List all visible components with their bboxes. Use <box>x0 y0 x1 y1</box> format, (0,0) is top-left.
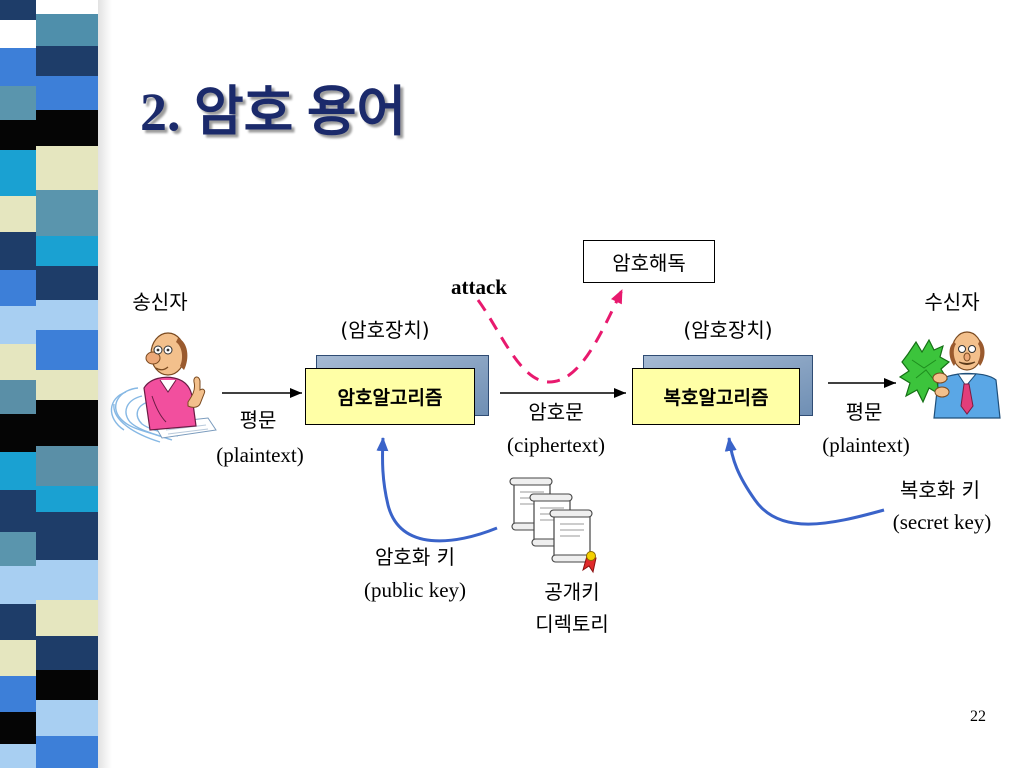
encryption-algorithm-box: 암호알고리즘 <box>305 368 475 425</box>
plaintext-in-english: (plaintext) <box>216 443 304 467</box>
attack-label: attack <box>451 275 507 299</box>
plaintext-out-english: (plaintext) <box>822 433 910 457</box>
cryptanalysis-box: 암호해독 <box>583 240 715 283</box>
sender-label: 송신자 <box>132 290 188 314</box>
attack-dashed-arrow <box>476 289 624 384</box>
receiver-person-icon <box>898 331 1001 419</box>
receiver-label: 수신자 <box>924 290 980 314</box>
plaintext-in-label: 평문 <box>239 408 277 432</box>
page-number: 22 <box>970 708 986 725</box>
decryption-device-label: (암호장치) <box>683 318 773 342</box>
public-key-arrow <box>376 437 498 543</box>
plaintext-out-label: 평문 <box>845 400 883 424</box>
scroll-documents-icon <box>509 477 597 574</box>
public-key-label: 암호화 키 <box>375 545 455 569</box>
scroll-document <box>549 509 595 563</box>
receiver-body <box>933 372 1001 419</box>
raised-hand <box>187 376 206 408</box>
encryption-device-label: (암호장치) <box>340 318 430 342</box>
sidebar-stripes-right <box>36 0 98 768</box>
sidebar-shadow-edge <box>98 0 112 768</box>
secret-key-english: (secret key) <box>892 510 992 534</box>
ciphertext-english: (ciphertext) <box>507 433 605 457</box>
ciphertext-label: 암호문 <box>528 400 584 424</box>
sidebar-stripes-left <box>0 0 36 768</box>
slide-title: 2. 암호 용어 <box>140 82 407 142</box>
receiver-head <box>949 331 985 371</box>
secret-key-label: 복호화 키 <box>900 478 980 502</box>
ribbon-seal-icon <box>582 551 597 574</box>
key-directory-label-line2: 디렉토리 <box>535 612 609 636</box>
sender-head <box>145 332 188 376</box>
decryption-algorithm-box: 복호알고리즘 <box>632 368 800 425</box>
public-key-english: (public key) <box>363 578 467 602</box>
holding-hands <box>932 372 950 398</box>
key-directory-label-line1: 공개키 <box>544 580 600 604</box>
sender-person-icon <box>110 332 217 443</box>
